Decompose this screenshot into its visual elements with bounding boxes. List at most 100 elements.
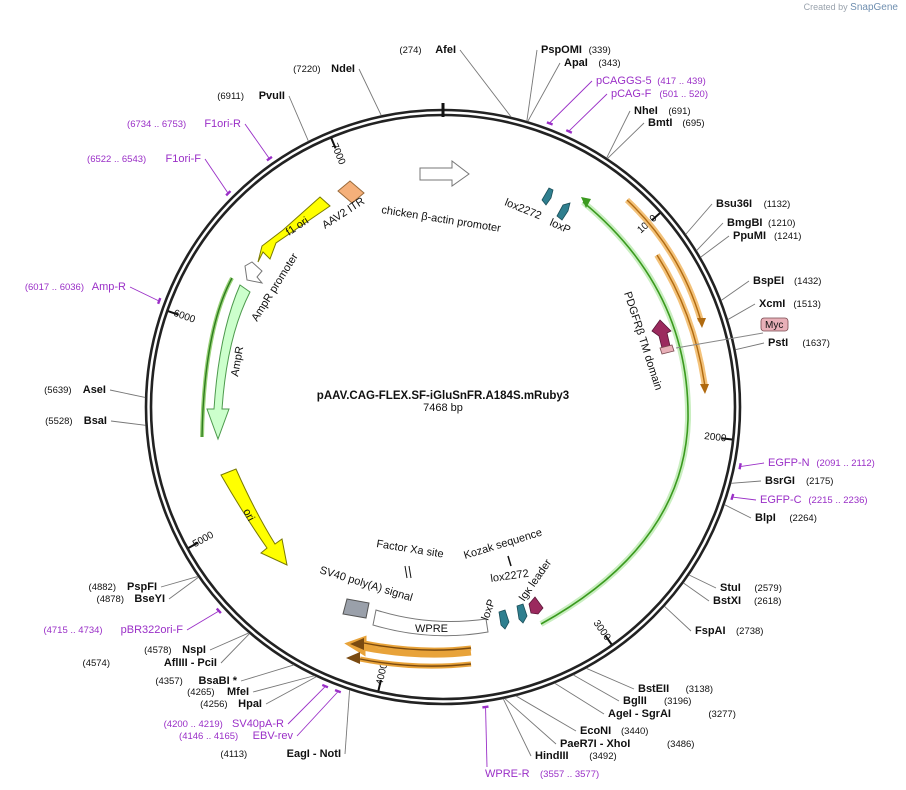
enzyme-name: HindIII	[535, 750, 569, 762]
loxp-bottom-label: loxP	[480, 598, 499, 622]
primer-site[interactable]: F1ori-R(6734 .. 6753)	[127, 118, 241, 130]
enzyme-site[interactable]: NdeI(7220)	[293, 63, 355, 75]
primer-name: F1ori-R	[204, 118, 241, 130]
plasmid-backbone	[144, 103, 742, 706]
enzyme-site[interactable]: HpaI(4256)	[200, 698, 262, 710]
enzyme-position: (1241)	[774, 231, 801, 242]
enzyme-site[interactable]: AfeI(274)	[399, 44, 456, 56]
wpre-box	[372, 609, 489, 637]
enzyme-site[interactable]: ApaI(343)	[564, 57, 621, 69]
enzyme-site[interactable]: NspI(4578)	[144, 644, 206, 656]
enzyme-leader	[109, 389, 146, 398]
tick-label: 2000	[704, 431, 728, 444]
enzyme-name: PpuMI	[733, 230, 766, 242]
enzyme-site[interactable]: Bsu36I(1132)	[716, 198, 790, 210]
enzyme-name: NheI	[634, 105, 658, 117]
primer-site[interactable]: pCAGGS-5(417 .. 439)	[596, 75, 706, 87]
enzyme-site[interactable]: PspFI(4882)	[89, 581, 157, 593]
enzyme-site[interactable]: PvuII(6911)	[217, 90, 285, 102]
enzyme-site[interactable]: BsrGI (2175)	[765, 475, 833, 487]
enzyme-name: NdeI	[331, 63, 355, 75]
enzyme-position: (3486)	[667, 739, 694, 750]
enzyme-site[interactable]: NheI(691)	[634, 105, 691, 117]
enzyme-name: BsrGI	[765, 475, 795, 487]
enzyme-leader	[515, 695, 577, 732]
enzyme-site[interactable]: EagI - NotI (4113)	[220, 748, 341, 760]
enzyme-site[interactable]: AflIII - PciI(4574)	[83, 657, 217, 669]
enzyme-site[interactable]: AseI(5639)	[44, 384, 106, 396]
enzyme-site[interactable]: PstI(1637)	[768, 337, 830, 349]
primer-name: EGFP-N	[768, 457, 810, 469]
enzyme-position: (4574)	[83, 658, 110, 669]
ampr-promoter-label: AmpR promoter	[249, 251, 300, 323]
enzyme-name: PaeR7I - XhoI	[560, 738, 630, 750]
enzyme-site[interactable]: MfeI(4265)	[187, 686, 249, 698]
enzyme-site[interactable]: BglII(3196)	[623, 695, 691, 707]
enzyme-name: EcoNI	[580, 725, 611, 737]
enzyme-site[interactable]: HindIII (3492)	[535, 750, 617, 762]
primer-range: (417 .. 439)	[657, 76, 706, 87]
enzymes-layer: AfeI(274)PspOMI(339)ApaI(343)NheI(691)Bm…	[44, 44, 833, 762]
primer-mark	[482, 705, 489, 709]
enzyme-site[interactable]: StuI(2579)	[720, 582, 782, 594]
lox2272-top-arrow	[541, 187, 554, 206]
enzyme-site[interactable]: BseYI(4878)	[97, 593, 165, 605]
enzyme-position: (5639)	[44, 385, 71, 396]
enzyme-position: (4878)	[97, 594, 124, 605]
enzyme-site[interactable]: BstXI(2618)	[713, 595, 781, 607]
tick-mark	[377, 679, 382, 691]
primer-site[interactable]: EGFP-C(2215 .. 2236)	[760, 494, 868, 506]
enzyme-position: (4113)	[220, 749, 247, 760]
primer-site[interactable]: SV40pA-R(4200 .. 4219)	[164, 718, 284, 730]
orf-bottom-arrow-1	[344, 635, 472, 658]
primer-site[interactable]: F1ori-F(6522 .. 6543)	[87, 153, 201, 165]
enzyme-site[interactable]: PspOMI(339)	[541, 44, 611, 56]
enzyme-name: FspAI	[695, 625, 726, 637]
enzyme-leader	[502, 698, 532, 757]
lox2272-bottom-label: lox2272	[490, 568, 530, 585]
enzyme-position: (4265)	[187, 687, 214, 698]
enzyme-name: EagI - NotI	[287, 748, 341, 760]
watermark-prefix: Created by	[803, 2, 848, 12]
enzyme-position: (2175)	[806, 476, 833, 487]
enzyme-site[interactable]: AgeI - SgrAI(3277)	[608, 708, 736, 720]
enzyme-leader	[288, 95, 309, 142]
enzyme-site[interactable]: BmtI(695)	[648, 117, 705, 129]
enzyme-site[interactable]: PpuMI (1241)	[733, 230, 801, 242]
enzyme-name: ApaI	[564, 57, 588, 69]
enzyme-site[interactable]: BmgBI(1210)	[727, 217, 795, 229]
enzyme-leader	[526, 49, 538, 122]
enzyme-site[interactable]: BsaI(5528)	[45, 415, 107, 427]
tick-mark	[187, 541, 199, 549]
primer-site[interactable]: WPRE-R(3557 .. 3577)	[485, 768, 599, 780]
primer-mark	[321, 683, 329, 689]
enzyme-site[interactable]: BsaBI *(4357)	[155, 675, 237, 687]
primer-site[interactable]: Amp-R(6017 .. 6036)	[25, 281, 126, 293]
primer-site[interactable]: pBR322ori-F(4715 .. 4734)	[43, 624, 183, 636]
enzyme-name: PstI	[768, 337, 788, 349]
enzyme-site[interactable]: BspEI(1432)	[753, 275, 821, 287]
enzyme-position: (4256)	[200, 699, 227, 710]
enzyme-leader	[683, 582, 710, 602]
enzyme-position: (3277)	[708, 709, 735, 720]
enzyme-position: (695)	[682, 118, 704, 129]
enzyme-position: (3492)	[589, 751, 616, 762]
enzyme-leader	[265, 676, 317, 705]
enzyme-site[interactable]: BstEII(3138)	[638, 683, 713, 695]
primer-site[interactable]: pCAG-F(501 .. 520)	[611, 88, 708, 100]
primer-site[interactable]: EGFP-N (2091 .. 2112)	[768, 457, 875, 469]
enzyme-site[interactable]: XcmI(1513)	[759, 298, 821, 310]
enzyme-leader	[696, 222, 724, 251]
enzyme-site[interactable]: PaeR7I - XhoI (3486)	[560, 738, 694, 750]
cba-promoter-label: chicken β-actin promoter	[381, 204, 502, 235]
primer-range: (2091 .. 2112)	[816, 458, 874, 469]
primer-range: (6522 .. 6543)	[87, 154, 146, 165]
enzyme-site[interactable]: FspAI(2738)	[695, 625, 763, 637]
enzyme-site[interactable]: BlpI(2264)	[755, 512, 817, 524]
primer-site[interactable]: EBV-rev(4146 .. 4165)	[179, 730, 293, 742]
primer-mark	[156, 297, 162, 305]
enzyme-site[interactable]: EcoNI(3440)	[580, 725, 648, 737]
primer-name: SV40pA-R	[232, 718, 284, 730]
enzyme-leader	[344, 689, 351, 755]
enzyme-name: BstXI	[713, 595, 741, 607]
